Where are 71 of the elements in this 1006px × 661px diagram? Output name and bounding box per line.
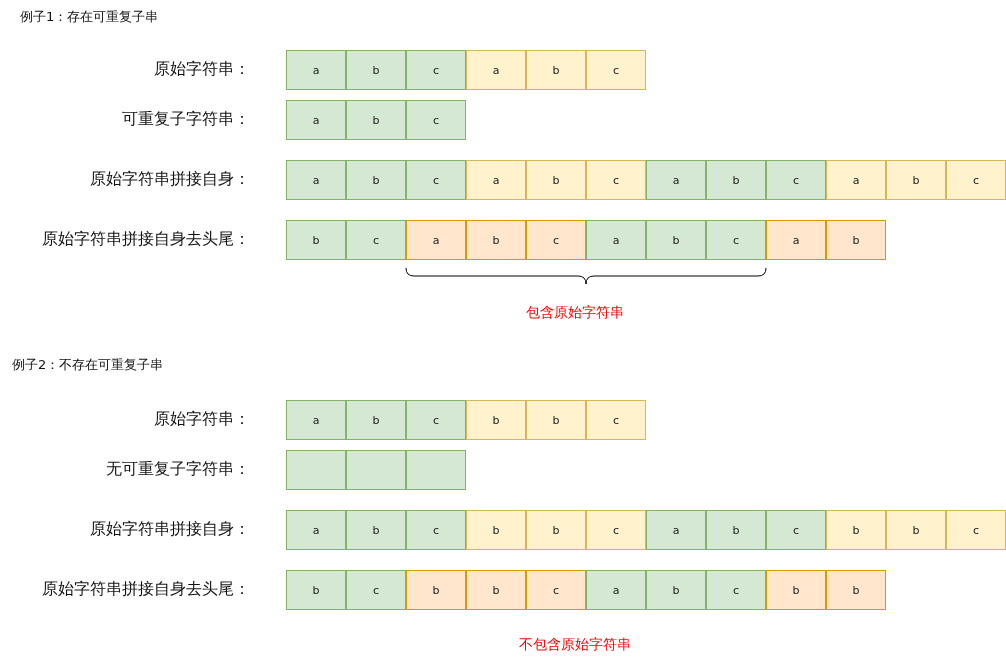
character-cell: c [406, 160, 466, 200]
character-cell: a [286, 160, 346, 200]
character-cell: b [346, 100, 406, 140]
character-cell: a [406, 220, 466, 260]
character-cell: c [706, 570, 766, 610]
character-cell: a [646, 510, 706, 550]
character-cell: c [406, 400, 466, 440]
result-note: 包含原始字符串 [526, 304, 624, 322]
character-cell: b [646, 220, 706, 260]
character-cell: c [766, 510, 826, 550]
character-cell: a [586, 220, 646, 260]
row-label: 原始字符串： [154, 59, 250, 80]
character-cell: c [586, 160, 646, 200]
character-cell: b [346, 510, 406, 550]
character-cell: b [526, 400, 586, 440]
character-cell: a [586, 570, 646, 610]
character-cell: c [766, 160, 826, 200]
character-cell: b [346, 400, 406, 440]
character-cell: c [406, 510, 466, 550]
character-cell: a [286, 400, 346, 440]
character-cell: a [766, 220, 826, 260]
character-cell: a [826, 160, 886, 200]
character-cell: c [526, 220, 586, 260]
character-cell: b [466, 510, 526, 550]
character-cell: c [406, 100, 466, 140]
example-heading: 例子1：存在可重复子串 [20, 8, 159, 26]
character-cell: b [286, 570, 346, 610]
row-label: 原始字符串拼接自身去头尾： [42, 579, 250, 600]
character-cell: b [466, 400, 526, 440]
character-cell: b [706, 510, 766, 550]
character-cell: b [346, 160, 406, 200]
character-cell: b [766, 570, 826, 610]
character-cell: c [946, 160, 1006, 200]
character-cell: c [706, 220, 766, 260]
character-cell: b [646, 570, 706, 610]
character-cell: b [526, 510, 586, 550]
character-cell: b [886, 160, 946, 200]
character-cell: c [586, 400, 646, 440]
character-cell: b [466, 220, 526, 260]
character-cell: b [826, 570, 886, 610]
character-cell: a [466, 160, 526, 200]
character-cell: a [286, 100, 346, 140]
character-cell: a [286, 50, 346, 90]
character-cell: c [946, 510, 1006, 550]
character-cell: b [286, 220, 346, 260]
character-cell: c [346, 570, 406, 610]
character-cell: c [526, 570, 586, 610]
character-cell: b [406, 570, 466, 610]
character-cell: a [466, 50, 526, 90]
character-cell: a [646, 160, 706, 200]
row-label: 原始字符串拼接自身去头尾： [42, 229, 250, 250]
row-label: 可重复子字符串： [122, 109, 250, 130]
character-cell: b [346, 50, 406, 90]
character-cell: b [526, 160, 586, 200]
example-heading: 例子2：不存在可重复子串 [12, 356, 164, 374]
character-cell: b [706, 160, 766, 200]
character-cell: b [886, 510, 946, 550]
row-label: 无可重复子字符串： [106, 459, 250, 480]
character-cell: c [586, 510, 646, 550]
character-cell: c [586, 50, 646, 90]
character-cell: c [346, 220, 406, 260]
character-cell: a [286, 510, 346, 550]
character-cell: c [406, 50, 466, 90]
result-note: 不包含原始字符串 [519, 636, 631, 654]
character-cell: b [466, 570, 526, 610]
row-label: 原始字符串拼接自身： [90, 169, 250, 190]
row-label: 原始字符串拼接自身： [90, 519, 250, 540]
character-cell: b [826, 510, 886, 550]
character-cell: b [826, 220, 886, 260]
row-label: 原始字符串： [154, 409, 250, 430]
character-cell: b [526, 50, 586, 90]
